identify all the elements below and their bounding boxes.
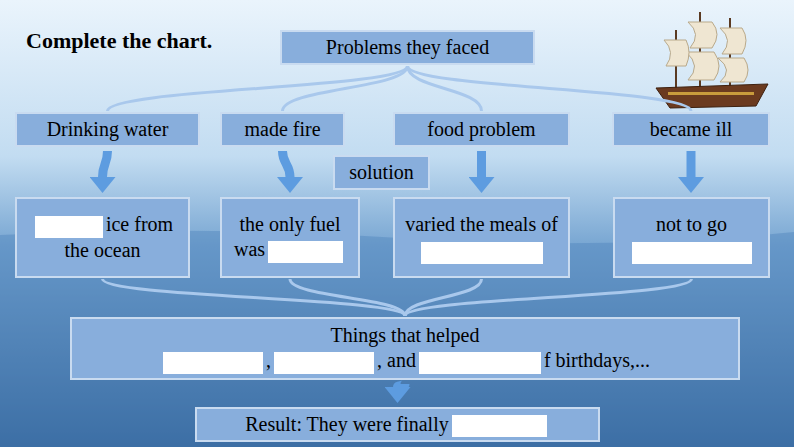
chart-box: Result: They were finally bbox=[195, 407, 600, 442]
down-arrow bbox=[687, 151, 696, 177]
branch-curve bbox=[405, 279, 692, 316]
answer-blank bbox=[421, 242, 543, 264]
branch-curve bbox=[408, 66, 692, 111]
box-content: the only fuel was bbox=[228, 212, 352, 262]
box-text: Result: They were finally bbox=[245, 413, 448, 435]
chart-title: Complete the chart. bbox=[26, 28, 212, 54]
answer-blank bbox=[268, 241, 343, 263]
box-content: Result: They were finally bbox=[245, 412, 549, 437]
answer-blank bbox=[274, 352, 374, 374]
chart-box: ice from the ocean bbox=[15, 197, 190, 278]
branch-curve bbox=[103, 279, 406, 316]
box-text: solution bbox=[349, 161, 413, 183]
label-box: solution bbox=[333, 155, 430, 190]
branch-curve bbox=[108, 66, 408, 111]
box-content: solution bbox=[349, 160, 413, 185]
box-content: not to go bbox=[632, 212, 752, 264]
chart-box: not to go bbox=[613, 197, 770, 278]
answer-blank bbox=[452, 415, 547, 437]
box-text: Things that helped bbox=[331, 324, 480, 346]
chart-box: made fire bbox=[220, 112, 345, 147]
branch-curve bbox=[290, 279, 405, 316]
box-text: Problems they faced bbox=[326, 36, 489, 58]
box-text: , and bbox=[377, 349, 416, 371]
box-text: Drinking water bbox=[47, 118, 169, 140]
box-content: ice from the ocean bbox=[23, 212, 182, 262]
box-content: Problems they faced bbox=[326, 35, 489, 60]
box-text: food problem bbox=[427, 118, 535, 140]
answer-blank bbox=[419, 352, 541, 374]
box-content: varied the meals of bbox=[405, 212, 558, 264]
box-text: not to go bbox=[656, 213, 727, 235]
box-text: varied the meals of bbox=[405, 213, 558, 235]
down-arrow bbox=[477, 151, 486, 177]
down-arrow bbox=[398, 384, 406, 387]
box-text: f birthdays,... bbox=[544, 349, 650, 371]
box-text: became ill bbox=[650, 118, 733, 140]
box-text: , bbox=[266, 349, 271, 371]
answer-blank bbox=[632, 242, 752, 264]
chart-box: Things that helped, , and f birthdays,... bbox=[70, 317, 740, 380]
box-content: became ill bbox=[650, 117, 733, 142]
chart-box: food problem bbox=[393, 112, 570, 147]
answer-blank bbox=[163, 352, 263, 374]
box-text: made fire bbox=[244, 118, 320, 140]
branch-curve bbox=[283, 66, 408, 111]
down-arrow bbox=[283, 151, 291, 177]
box-content: Drinking water bbox=[47, 117, 169, 142]
chart-box: Drinking water bbox=[15, 112, 200, 147]
box-content: Things that helped, , and f birthdays,... bbox=[160, 323, 650, 373]
box-content: made fire bbox=[244, 117, 320, 142]
box-content: food problem bbox=[427, 117, 535, 142]
chart-box: the only fuel was bbox=[220, 197, 360, 278]
down-arrow bbox=[103, 151, 108, 177]
chart-box: varied the meals of bbox=[393, 197, 570, 278]
chart-box: became ill bbox=[612, 112, 770, 147]
chart-box: Problems they faced bbox=[280, 30, 535, 65]
ship-illustration bbox=[656, 12, 768, 108]
answer-blank bbox=[35, 216, 103, 238]
